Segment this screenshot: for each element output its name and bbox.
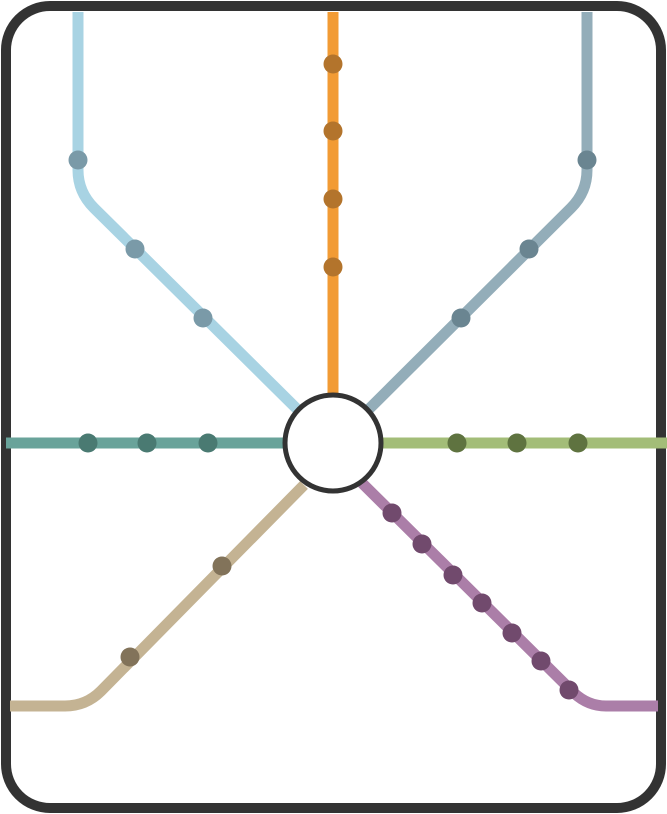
station-orange-2[interactable] xyxy=(323,121,343,141)
station-purple-4[interactable] xyxy=(472,593,492,613)
station-purple-2[interactable] xyxy=(412,534,432,554)
station-light-blue-2[interactable] xyxy=(125,239,145,259)
station-orange-4[interactable] xyxy=(323,257,343,277)
station-purple-5[interactable] xyxy=(502,623,522,643)
station-slate-2[interactable] xyxy=(519,239,539,259)
metro-line-tan xyxy=(10,481,308,712)
station-green-3[interactable] xyxy=(568,433,588,453)
station-teal-2[interactable] xyxy=(137,433,157,453)
station-tan-2[interactable] xyxy=(120,647,140,667)
station-light-blue-3[interactable] xyxy=(193,308,213,328)
station-purple-6[interactable] xyxy=(531,651,551,671)
station-orange-1[interactable] xyxy=(323,54,343,74)
station-purple-3[interactable] xyxy=(443,565,463,585)
station-slate-3[interactable] xyxy=(451,308,471,328)
station-teal-1[interactable] xyxy=(78,433,98,453)
metro-line-light-blue xyxy=(72,12,304,416)
station-slate-1[interactable] xyxy=(577,150,597,170)
station-purple-1[interactable] xyxy=(382,503,402,523)
metro-stations xyxy=(68,54,597,700)
central-hub-station[interactable] xyxy=(282,392,384,494)
station-green-1[interactable] xyxy=(447,433,467,453)
station-teal-3[interactable] xyxy=(198,433,218,453)
station-orange-3[interactable] xyxy=(323,189,343,209)
station-tan-1[interactable] xyxy=(212,556,232,576)
station-green-2[interactable] xyxy=(507,433,527,453)
station-purple-7[interactable] xyxy=(559,680,579,700)
metro-line-slate xyxy=(362,12,593,416)
station-light-blue-1[interactable] xyxy=(68,150,88,170)
